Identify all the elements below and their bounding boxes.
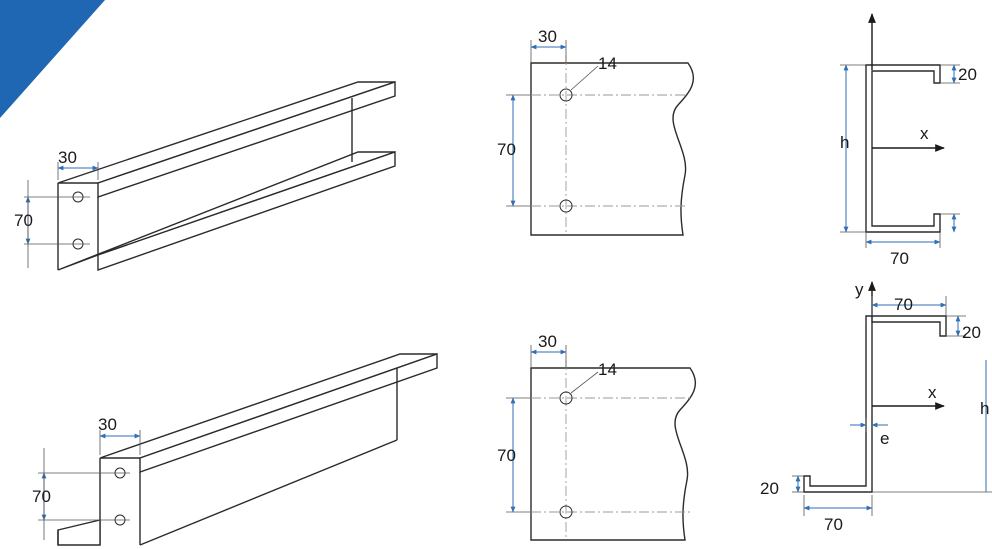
plate1-hole-spacing: 70 bbox=[497, 140, 516, 159]
plate-top bbox=[506, 40, 694, 236]
z-top-width: 70 bbox=[894, 295, 913, 314]
c-width: 70 bbox=[890, 249, 909, 268]
z-axis-y: y bbox=[855, 280, 864, 299]
iso1-hole-spacing: 70 bbox=[14, 211, 33, 230]
c-axis-x: x bbox=[920, 124, 929, 143]
plate-bottom bbox=[506, 345, 696, 541]
iso-channel-bottom bbox=[38, 353, 438, 546]
iso1-flange-width: 30 bbox=[58, 148, 77, 167]
z-bottom-width: 70 bbox=[824, 515, 843, 534]
plate1-edge-distance: 30 bbox=[538, 27, 557, 46]
iso2-flange-width: 30 bbox=[98, 415, 117, 434]
z-section bbox=[792, 281, 992, 516]
c-section bbox=[840, 13, 960, 248]
iso-channel-top bbox=[24, 81, 396, 271]
plate2-hole-diameter: 14 bbox=[598, 360, 617, 379]
z-offset-label: e bbox=[880, 429, 889, 448]
plate2-edge-distance: 30 bbox=[538, 332, 557, 351]
plate2-hole-spacing: 70 bbox=[497, 446, 516, 465]
iso2-hole-spacing: 70 bbox=[32, 487, 51, 506]
plate1-hole-diameter: 14 bbox=[598, 54, 617, 73]
z-bottom-lip: 20 bbox=[760, 479, 779, 498]
c-lip: 20 bbox=[958, 65, 977, 84]
z-top-lip: 20 bbox=[962, 323, 981, 342]
z-axis-x: x bbox=[928, 383, 937, 402]
corner-banner bbox=[0, 0, 105, 118]
c-height-label: h bbox=[840, 133, 849, 152]
z-height-label: h bbox=[980, 399, 989, 418]
